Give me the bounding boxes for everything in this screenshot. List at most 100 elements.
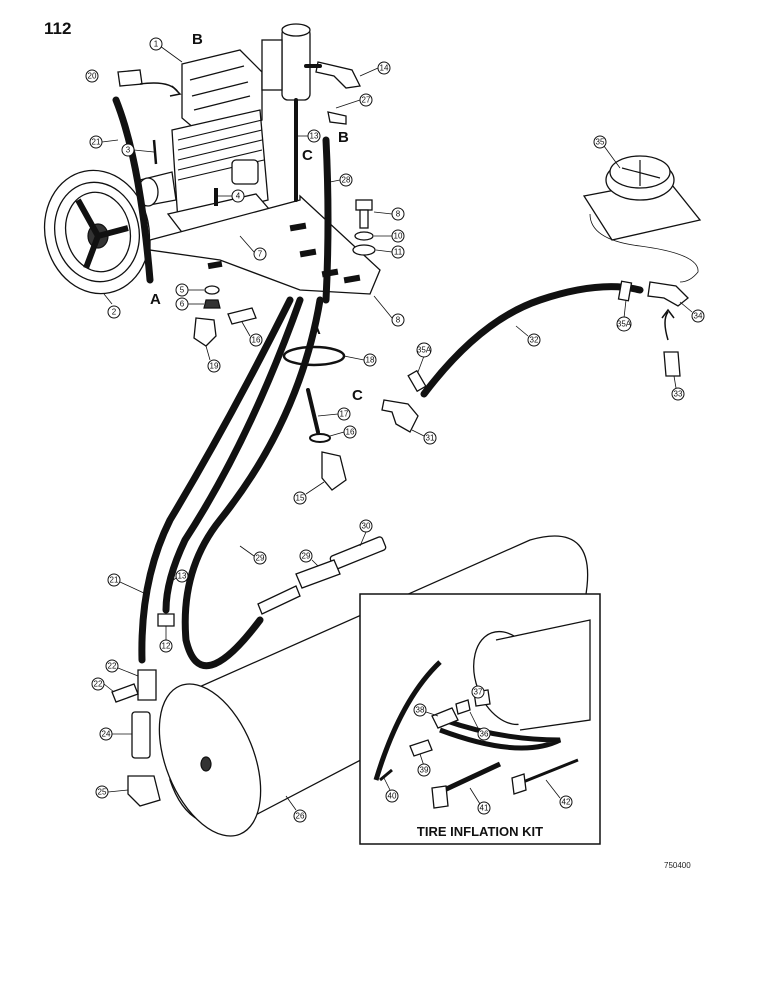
callout-30 — [359, 519, 373, 533]
callout-1-label: 1 — [154, 40, 159, 49]
callout-39 — [417, 763, 431, 777]
hose-connector — [257, 585, 301, 615]
callout-19-label: 19 — [210, 362, 219, 371]
hose-clamp-16-lower — [309, 433, 331, 443]
callout-33-label: 33 — [674, 390, 683, 399]
page-number: 112 — [44, 19, 71, 38]
callout-31-label: 31 — [426, 434, 435, 443]
callout-21-top — [89, 135, 103, 149]
reference-number: 750400 — [664, 861, 691, 870]
tee-22 — [137, 669, 157, 701]
callout-16-lower-label: 16 — [346, 428, 355, 437]
callout-4-label: 4 — [236, 192, 241, 201]
hose-17 — [306, 388, 320, 434]
callout-38 — [413, 703, 427, 717]
fitting-20 — [117, 69, 143, 87]
callout-14 — [377, 61, 391, 75]
callout-31 — [423, 431, 437, 445]
callout-17-label: 17 — [340, 410, 349, 419]
callout-16-lower — [343, 425, 357, 439]
mounting-bracket — [149, 194, 381, 295]
callout-13-top — [307, 129, 321, 143]
callout-37 — [471, 685, 485, 699]
callout-26 — [293, 809, 307, 823]
callout-35a-lower — [416, 342, 432, 358]
letter-b-top: B — [192, 31, 203, 48]
callout-42-label: 42 — [562, 798, 571, 807]
elbow-14 — [315, 61, 361, 89]
callout-4 — [231, 189, 245, 203]
callout-22-tee — [105, 659, 119, 673]
callout-3 — [121, 143, 135, 157]
elbow-25 — [127, 775, 161, 807]
callout-13-top-label: 13 — [310, 132, 319, 141]
callout-35a-upper-label: 35A — [617, 320, 632, 329]
callout-35a-upper — [616, 316, 632, 332]
callout-2 — [107, 305, 121, 319]
callout-41 — [477, 801, 491, 815]
elbow-31 — [381, 399, 419, 433]
callout-42 — [559, 795, 573, 809]
callouts: 1 20 21 3 4 7 14 27 13 28 — [85, 37, 705, 823]
callout-6 — [175, 297, 189, 311]
letter-a-pulley: A — [150, 291, 161, 308]
callout-32-label: 32 — [530, 336, 539, 345]
letter-a-hoses: A — [310, 321, 321, 338]
letter-b-right: B — [338, 129, 349, 146]
callout-16-upper — [249, 333, 263, 347]
callout-22-petcock-label: 22 — [94, 680, 103, 689]
elbow-27 — [327, 111, 347, 125]
flat-washer — [352, 244, 376, 256]
callout-18-label: 18 — [366, 356, 375, 365]
callout-5-label: 5 — [180, 286, 185, 295]
callout-24 — [99, 727, 113, 741]
callout-20 — [85, 69, 99, 83]
hose-28 — [322, 136, 332, 304]
callout-16-upper-label: 16 — [252, 336, 261, 345]
callout-34 — [691, 309, 705, 323]
callout-6-label: 6 — [180, 300, 185, 309]
air-compressor — [137, 23, 311, 223]
callout-29-tee — [299, 549, 313, 563]
nut-6 — [203, 299, 221, 309]
callout-20-label: 20 — [88, 72, 97, 81]
callout-28-label: 28 — [342, 176, 351, 185]
callout-21-top-label: 21 — [92, 138, 101, 147]
governor-cable — [589, 213, 699, 283]
callout-10-label: 10 — [394, 232, 403, 241]
pulley — [43, 169, 151, 295]
callout-12 — [159, 639, 173, 653]
callout-8-bolt-label: 8 — [396, 210, 401, 219]
callout-18 — [363, 353, 377, 367]
callout-28 — [339, 173, 353, 187]
hose-13-lower — [162, 296, 304, 614]
callout-7 — [253, 247, 267, 261]
hose-29 — [181, 296, 324, 670]
elbow-19 — [193, 317, 217, 347]
elbow-15 — [321, 451, 347, 491]
callout-29-hose-label: 29 — [256, 554, 265, 563]
callout-26-label: 26 — [296, 812, 305, 821]
callout-22-petcock — [91, 677, 105, 691]
check-valve-30 — [329, 536, 387, 570]
elbow-34 — [647, 281, 689, 307]
callout-3-label: 3 — [126, 146, 131, 155]
callout-2-label: 2 — [112, 308, 117, 317]
callout-15 — [293, 491, 307, 505]
callout-41-label: 41 — [480, 804, 489, 813]
callout-11 — [391, 245, 405, 259]
tee-29 — [295, 559, 341, 589]
callout-8-bracket — [391, 313, 405, 327]
safety-valve-24 — [131, 711, 151, 759]
petcock-22 — [111, 683, 139, 703]
callout-35 — [593, 135, 607, 149]
callout-32 — [527, 333, 541, 347]
callout-39-label: 39 — [420, 766, 429, 775]
fitting-33 — [663, 351, 681, 377]
callout-1 — [149, 37, 163, 51]
stud — [152, 139, 158, 165]
callout-29-hose — [253, 551, 267, 565]
callout-29-tee-label: 29 — [302, 552, 311, 561]
callout-22-tee-label: 22 — [108, 662, 117, 671]
callout-17 — [337, 407, 351, 421]
